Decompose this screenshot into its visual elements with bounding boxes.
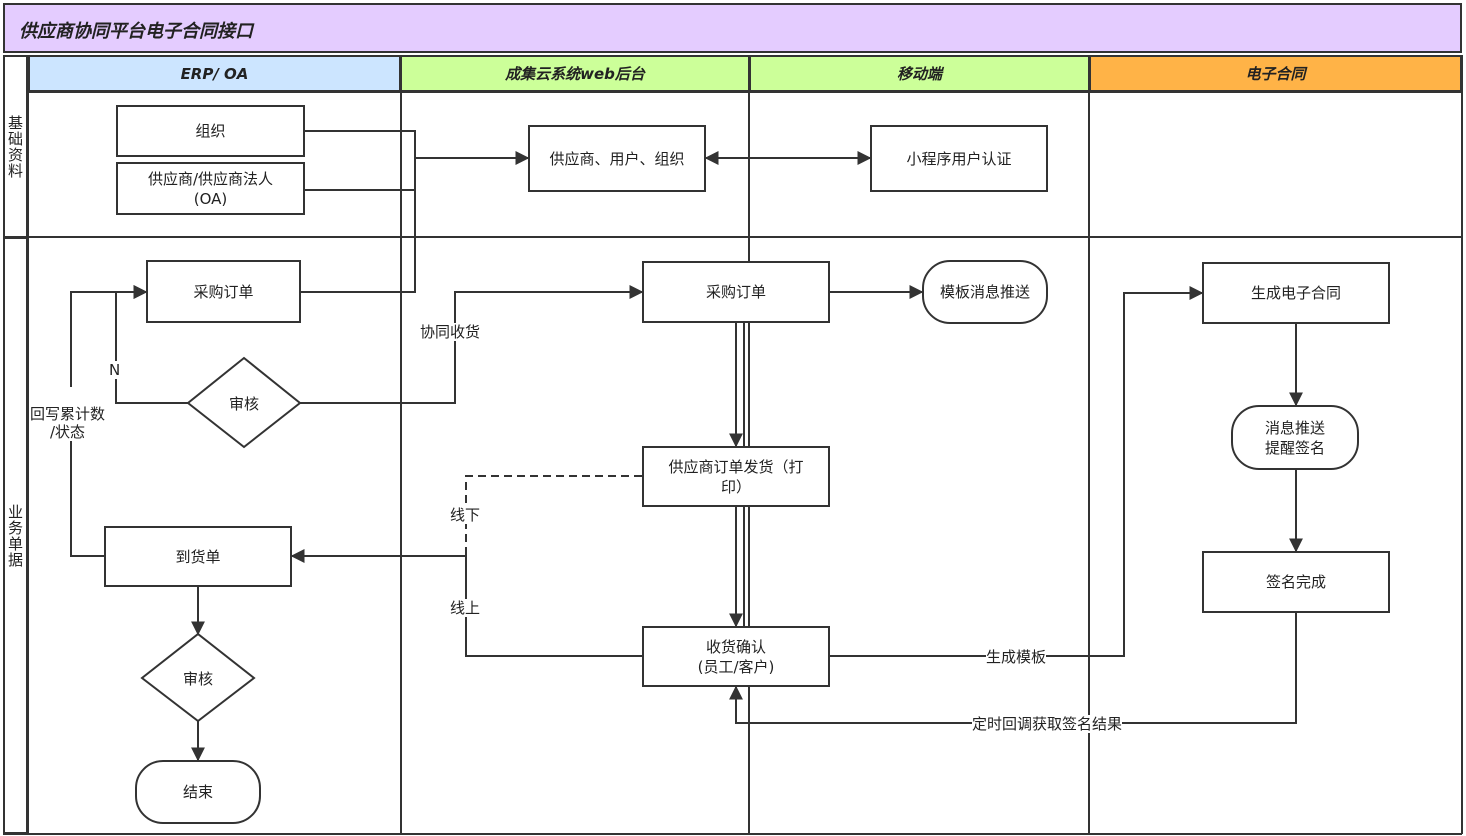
title-bar: 供应商协同平台电子合同接口 xyxy=(3,3,1462,53)
node-receipt-label: 收货确认 (员工/客户) xyxy=(697,637,775,676)
node-review2-label: 审核 xyxy=(182,669,213,688)
edge-label-gen-template: 生成模板 xyxy=(986,648,1047,666)
lane-header-mobile-label: 移动端 xyxy=(896,65,942,83)
node-ship: 供应商订单发货（打 印） xyxy=(642,446,830,507)
node-supplier-user-org-label: 供应商、用户、组织 xyxy=(549,149,685,168)
node-end: 结束 xyxy=(135,760,261,824)
node-gen-contract: 生成电子合同 xyxy=(1202,262,1390,324)
review-diamond xyxy=(186,356,302,449)
lane-header-contract: 电子合同 xyxy=(1089,55,1462,92)
node-msg-push: 消息推送 提醒签名 xyxy=(1231,405,1359,470)
lane-grid xyxy=(3,55,1463,835)
edge-label-gen-template-text: 生成模板 xyxy=(986,648,1047,666)
edge-label-collab-receive-text: 协同收货 xyxy=(420,323,481,341)
node-template-push: 模板消息推送 xyxy=(922,260,1048,324)
node-erp-review: 审核 xyxy=(188,388,300,418)
node-arrival: 到货单 xyxy=(104,526,292,587)
node-erp-review-label: 审核 xyxy=(228,394,259,413)
node-erp-po: 采购订单 xyxy=(146,260,301,323)
node-miniapp-auth-label: 小程序用户认证 xyxy=(906,149,1012,168)
lane-header-web-label: 成集云系统web后台 xyxy=(505,65,645,83)
node-review2: 审核 xyxy=(142,663,254,693)
lane-header-contract-label: 电子合同 xyxy=(1245,65,1306,83)
edge-label-online: 线上 xyxy=(450,599,481,617)
node-web-po-label: 采购订单 xyxy=(705,283,766,301)
node-msg-push-label: 消息推送 提醒签名 xyxy=(1264,418,1325,457)
row-label-basic-text: 基础资料 xyxy=(6,115,24,179)
node-supplier-user-org: 供应商、用户、组织 xyxy=(528,125,706,192)
edge-label-no: N xyxy=(109,361,121,379)
edge-label-offline: 线下 xyxy=(450,506,481,524)
edge-label-writeback: 回写累计数 /状态 xyxy=(30,387,106,441)
edge-label-online-text: 线上 xyxy=(450,599,481,617)
node-erp-po-label: 采购订单 xyxy=(193,282,254,301)
edge-label-writeback-text: 回写累计数 /状态 xyxy=(30,405,106,441)
edge-label-callback-text: 定时回调获取签名结果 xyxy=(972,715,1123,733)
node-web-po: 采购订单 xyxy=(642,261,830,323)
lane-header-web: 成集云系统web后台 xyxy=(400,55,750,92)
node-miniapp-auth: 小程序用户认证 xyxy=(870,125,1048,192)
lane-header-erp-label: ERP/ OA xyxy=(180,64,249,83)
node-arrival-label: 到货单 xyxy=(175,547,221,566)
node-gen-contract-label: 生成电子合同 xyxy=(1250,284,1341,302)
node-ship-label: 供应商订单发货（打 印） xyxy=(668,457,804,496)
node-supplier-legal: 供应商/供应商法人 (OA) xyxy=(116,162,305,215)
page-title: 供应商协同平台电子合同接口 xyxy=(19,21,253,42)
node-sign-done: 签名完成 xyxy=(1202,551,1390,613)
edge-label-collab-receive: 协同收货 xyxy=(420,323,481,341)
node-end-label: 结束 xyxy=(182,783,213,801)
edge-label-no-text: N xyxy=(109,361,121,379)
node-template-push-label: 模板消息推送 xyxy=(939,283,1030,301)
node-receipt: 收货确认 (员工/客户) xyxy=(642,626,830,687)
edge-label-callback: 定时回调获取签名结果 xyxy=(972,715,1123,733)
node-org-label: 组织 xyxy=(195,122,226,140)
row-label-business-text: 业务单据 xyxy=(6,503,24,568)
node-sign-done-label: 签名完成 xyxy=(1265,573,1326,591)
edge-label-offline-text: 线下 xyxy=(450,506,481,524)
review2-diamond xyxy=(140,632,256,723)
node-supplier-legal-label: 供应商/供应商法人 (OA) xyxy=(147,169,274,208)
node-org: 组织 xyxy=(116,105,305,157)
